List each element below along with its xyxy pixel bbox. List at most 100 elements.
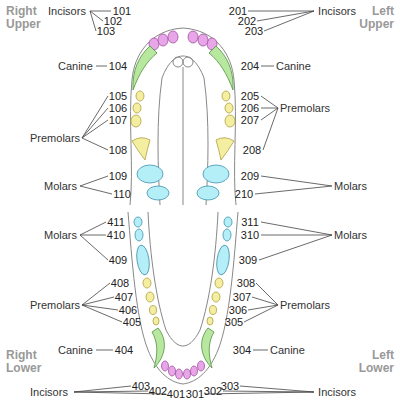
- tooth-number: 410: [107, 230, 125, 241]
- leader-line: [80, 176, 112, 194]
- quadrant-label: Right Upper: [6, 5, 46, 31]
- leader-line: [82, 283, 122, 322]
- tooth-group-label: Molars: [334, 181, 367, 192]
- tooth-number: 403: [132, 381, 150, 392]
- leader-line: [261, 66, 274, 67]
- tooth-number: 411: [107, 217, 125, 228]
- leader-line: [261, 96, 278, 150]
- tooth-number: 408: [111, 278, 129, 289]
- premolar-tooth: [146, 292, 154, 302]
- tooth-number: 406: [119, 305, 137, 316]
- leader-line: [80, 222, 108, 260]
- leader-line: [259, 222, 332, 260]
- leader-line: [96, 66, 107, 67]
- tooth-group-label: Canine: [276, 61, 311, 72]
- premolar-tooth: [131, 115, 141, 127]
- tooth-group-label: Canine: [270, 345, 305, 356]
- tooth-number: 208: [243, 145, 261, 156]
- tooth-group-label: Incisors: [48, 6, 86, 17]
- quadrant-label: Left Upper: [354, 5, 394, 31]
- tooth-number: 302: [204, 386, 222, 397]
- tooth-group-label: Molars: [44, 181, 77, 192]
- tooth-group-label: Incisors: [318, 6, 356, 17]
- mandible-outline: [128, 212, 183, 384]
- tooth-number: 210: [235, 189, 253, 200]
- tooth-number: 307: [233, 292, 251, 303]
- tooth-group-label: Premolars: [30, 133, 80, 144]
- quadrant-label: Right Lower: [6, 349, 46, 375]
- molar-tooth: [137, 165, 163, 183]
- tooth-number: 401: [167, 389, 185, 400]
- tooth-number: 206: [241, 103, 259, 114]
- tooth-group-label: Premolars: [280, 300, 330, 311]
- tooth-number: 305: [225, 317, 243, 328]
- tooth-group-label: Premolars: [30, 300, 80, 311]
- incisive-papilla: [173, 57, 183, 67]
- tooth-group-label: Premolars: [280, 103, 330, 114]
- molar-tooth: [147, 186, 169, 200]
- jaw-half: [128, 28, 183, 384]
- leader-line: [253, 350, 268, 351]
- molar-tooth: [135, 229, 143, 241]
- tooth-number: 105: [109, 91, 127, 102]
- quadrant-label: Left Lower: [354, 349, 394, 375]
- tooth-number: 207: [241, 115, 259, 126]
- tooth-number: 303: [221, 381, 239, 392]
- incisor-tooth: [162, 361, 169, 371]
- premolar-tooth: [150, 306, 157, 315]
- tooth-number: 310: [241, 230, 259, 241]
- leader-line: [255, 176, 332, 194]
- tooth-group-label: Incisors: [318, 387, 356, 398]
- molar-tooth: [134, 217, 142, 227]
- tooth-number: 309: [239, 255, 257, 266]
- tooth-number: 405: [123, 317, 141, 328]
- tooth-number: 108: [109, 145, 127, 156]
- tooth-number: 203: [245, 26, 263, 37]
- tooth-number: 402: [149, 386, 167, 397]
- tooth-group-label: Incisors: [30, 387, 68, 398]
- leader-line: [96, 350, 113, 351]
- canine-tooth: [133, 46, 157, 90]
- jaw-outline: [130, 28, 183, 205]
- premolar-tooth: [143, 278, 151, 288]
- tooth-number: 204: [241, 61, 259, 72]
- tooth-number: 110: [113, 189, 131, 200]
- premolar-tooth: [153, 317, 159, 325]
- molar-tooth: [135, 244, 151, 275]
- palate-outline: [158, 56, 183, 205]
- tooth-number: 407: [115, 292, 133, 303]
- mandible-outline: [148, 212, 183, 346]
- tooth-group-label: Canine: [58, 61, 93, 72]
- leader-line: [82, 96, 108, 150]
- incisor-tooth: [158, 34, 168, 46]
- incisor-tooth: [168, 31, 178, 43]
- midline: [183, 67, 184, 205]
- jaw-half-mirror: [183, 28, 238, 384]
- tooth-number: 409: [109, 255, 127, 266]
- tooth-number: 311: [241, 217, 259, 228]
- tooth-number: 104: [109, 61, 127, 72]
- tooth-number: 301: [186, 389, 204, 400]
- tooth-group-label: Canine: [58, 345, 93, 356]
- incisor-tooth: [169, 366, 176, 376]
- tooth-number: 109: [109, 171, 127, 182]
- incisor-tooth: [176, 369, 183, 379]
- tooth-number: 205: [241, 91, 259, 102]
- premolar-tooth: [133, 103, 141, 113]
- tooth-number: 404: [115, 345, 133, 356]
- premolar-tooth: [132, 138, 150, 160]
- tooth-number: 103: [97, 26, 115, 37]
- tooth-number: 308: [237, 278, 255, 289]
- premolar-tooth: [136, 91, 144, 101]
- leader-line: [244, 283, 278, 322]
- tooth-group-label: Molars: [44, 230, 77, 241]
- leader-lines: [74, 11, 332, 394]
- tooth-number: 304: [233, 345, 251, 356]
- tooth-number: 107: [109, 115, 127, 126]
- tooth-group-label: Molars: [334, 230, 367, 241]
- tooth-number: 209: [241, 171, 259, 182]
- tooth-number: 106: [109, 103, 127, 114]
- tooth-number: 306: [229, 305, 247, 316]
